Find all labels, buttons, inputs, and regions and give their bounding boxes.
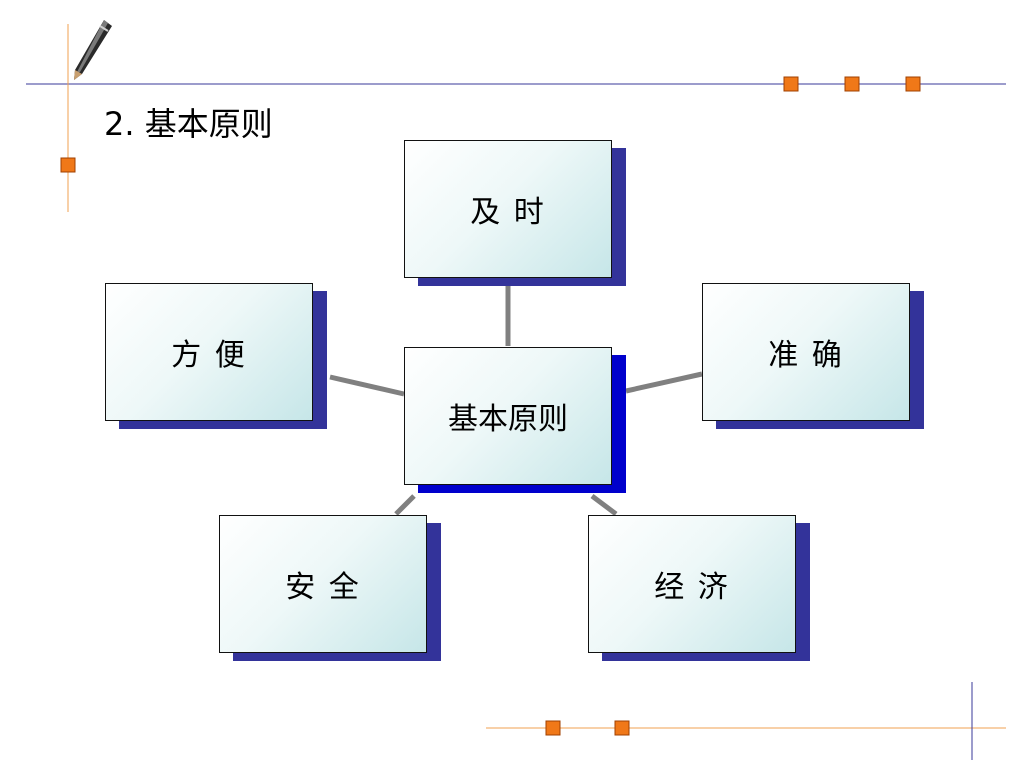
- orange-square: [60, 157, 76, 173]
- orange-square: [614, 720, 630, 736]
- orange-square: [545, 720, 561, 736]
- node-safe: 安 全: [219, 515, 441, 661]
- connector-accurate: [625, 371, 703, 394]
- node-box: 方 便: [105, 283, 313, 421]
- node-economical: 经 济: [588, 515, 810, 661]
- node-label: 及 时: [470, 195, 546, 230]
- node-box: 基本原则: [404, 347, 612, 485]
- orange-square: [783, 76, 799, 92]
- slide-title: 2. 基本原则: [104, 105, 273, 143]
- node-label: 安 全: [285, 570, 361, 605]
- pen-icon: [74, 20, 112, 80]
- node-label: 经 济: [654, 570, 730, 605]
- node-label: 基本原则: [448, 402, 568, 437]
- connector-economical: [590, 494, 618, 516]
- connector-safe: [394, 494, 416, 516]
- orange-square: [905, 76, 921, 92]
- node-accurate: 准 确: [702, 283, 924, 429]
- node-timely: 及 时: [404, 140, 626, 286]
- node-label: 准 确: [768, 338, 844, 373]
- connector-convenient: [329, 374, 405, 397]
- node-convenient: 方 便: [105, 283, 327, 429]
- node-box: 及 时: [404, 140, 612, 278]
- node-center: 基本原则: [404, 347, 626, 493]
- node-label: 方 便: [171, 338, 247, 373]
- node-box: 准 确: [702, 283, 910, 421]
- node-box: 经 济: [588, 515, 796, 653]
- node-box: 安 全: [219, 515, 427, 653]
- orange-square: [844, 76, 860, 92]
